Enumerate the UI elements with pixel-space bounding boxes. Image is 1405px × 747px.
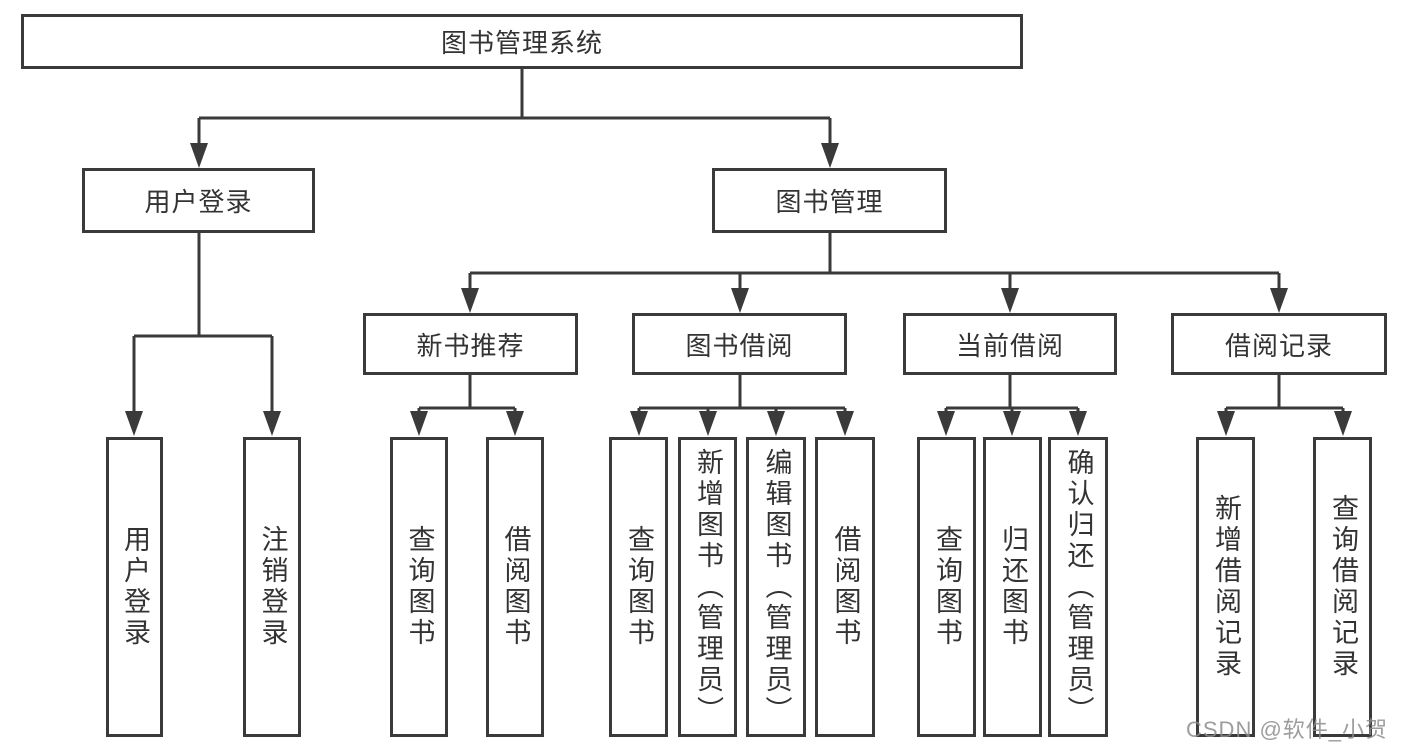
leaf-edit-books-admin: 编辑图书（管理员） bbox=[746, 437, 806, 737]
connector-root-level2 bbox=[197, 69, 832, 146]
leaf-return-books: 归还图书 bbox=[983, 437, 1042, 737]
connector-records-leaves bbox=[1224, 375, 1345, 414]
node-user-login: 用户登录 bbox=[82, 168, 315, 233]
leaf-query-books-recommend: 查询图书 bbox=[390, 437, 448, 737]
connector-borrow-leaves bbox=[637, 375, 847, 414]
leaf-borrow-books: 借阅图书 bbox=[815, 437, 875, 737]
node-book-borrow: 图书借阅 bbox=[632, 313, 847, 375]
leaf-add-borrow-record: 新增借阅记录 bbox=[1196, 437, 1255, 737]
leaf-borrow-books-recommend: 借阅图书 bbox=[486, 437, 544, 737]
connector-user-login-leaves bbox=[132, 233, 274, 414]
leaf-query-borrow-record: 查询借阅记录 bbox=[1313, 437, 1372, 737]
leaf-user-login: 用户登录 bbox=[106, 437, 163, 737]
connector-current-leaves bbox=[944, 375, 1080, 414]
arrowheads bbox=[125, 143, 1352, 436]
leaf-query-books-current: 查询图书 bbox=[917, 437, 976, 737]
node-new-book-recommend: 新书推荐 bbox=[363, 313, 578, 375]
node-library-management-system: 图书管理系统 bbox=[21, 14, 1023, 69]
node-book-management: 图书管理 bbox=[712, 168, 947, 233]
leaf-add-books-admin: 新增图书（管理员） bbox=[678, 437, 737, 737]
connector-book-mgmt-level3 bbox=[468, 233, 1281, 291]
node-borrow-records: 借阅记录 bbox=[1171, 313, 1387, 375]
leaf-logout: 注销登录 bbox=[243, 437, 301, 737]
leaf-query-books-borrow: 查询图书 bbox=[609, 437, 668, 737]
connector-recommend-leaves bbox=[417, 375, 517, 414]
node-current-borrow: 当前借阅 bbox=[903, 313, 1117, 375]
leaf-confirm-return-admin: 确认归还（管理员） bbox=[1048, 437, 1108, 737]
